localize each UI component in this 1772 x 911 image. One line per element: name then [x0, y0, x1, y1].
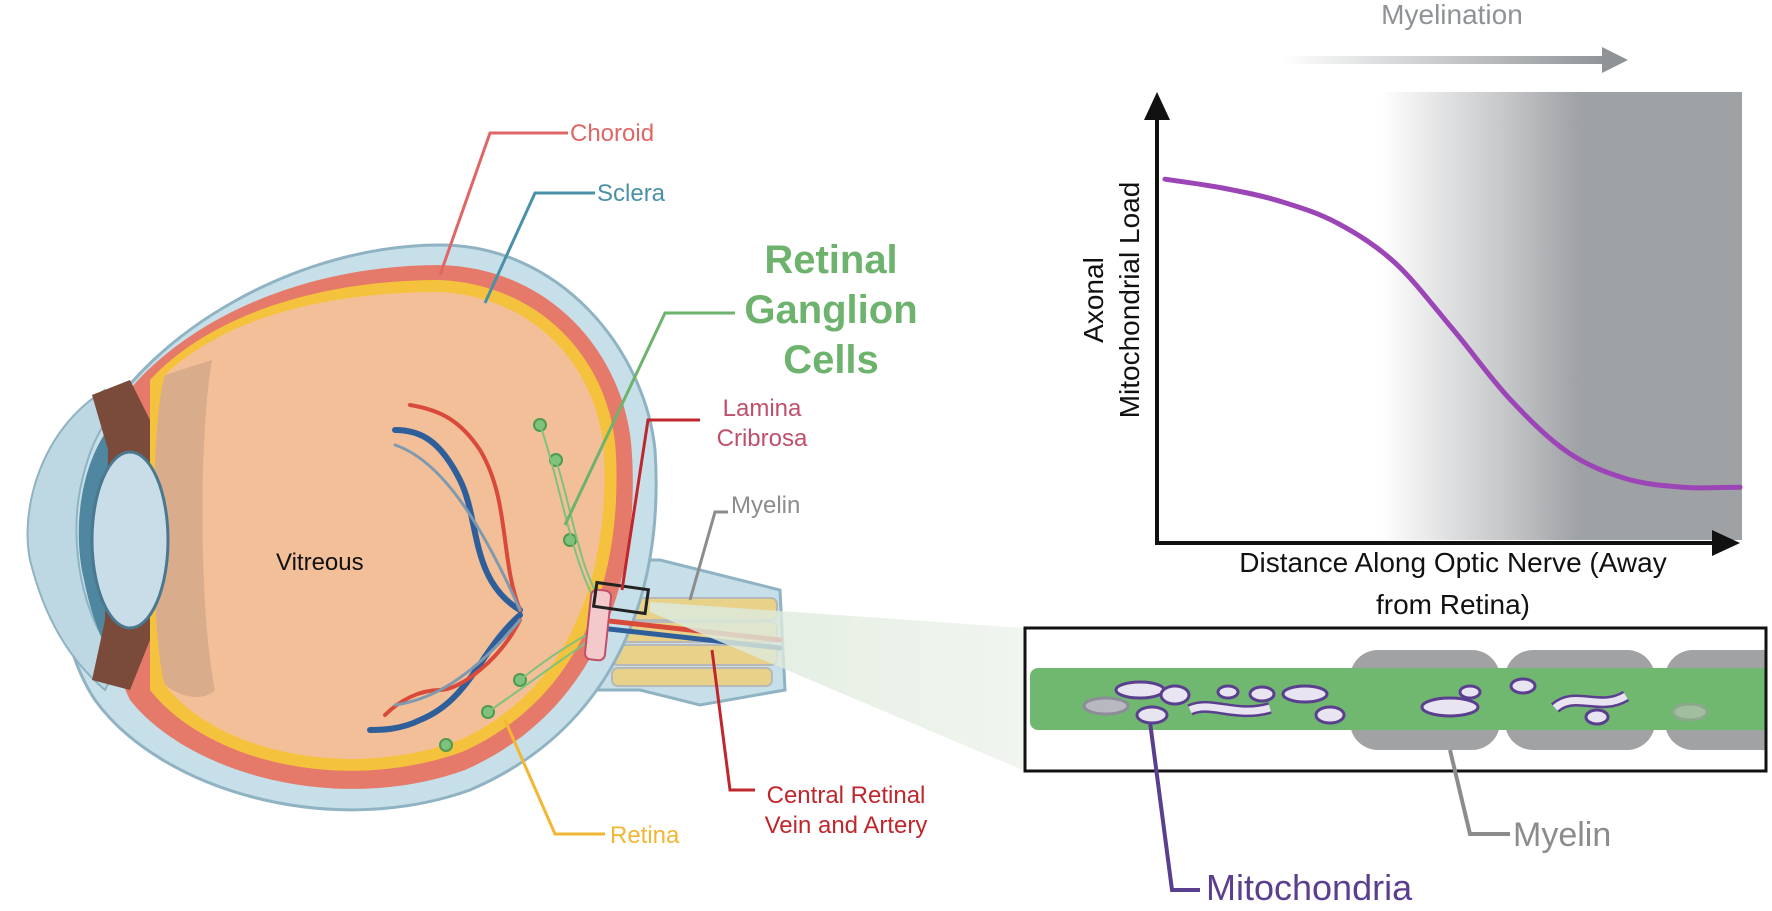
myelination-label: Myelination [1381, 0, 1523, 30]
eye-illustration [26, 243, 787, 812]
label-crva-line2: Vein and Artery [765, 812, 928, 839]
axon-panel-border [1023, 626, 1768, 773]
label-sclera: Sclera [597, 180, 666, 207]
label-choroid: Choroid [570, 120, 654, 147]
label-rgc-line2: Ganglion [744, 288, 917, 332]
axon [1030, 668, 1766, 730]
label-lamina: Lamina Cribrosa [717, 395, 808, 452]
cornea [26, 388, 122, 692]
label-vitreous: Vitreous [276, 549, 364, 576]
label-crva: Central Retinal Vein and Artery [765, 782, 928, 839]
label-lamina-line1: Lamina [723, 395, 802, 422]
x-axis-label-line2: from Retina) [1376, 589, 1530, 620]
lens-shadow [153, 360, 215, 697]
label-myelin-large: Myelin [1513, 816, 1611, 854]
y-axis-label-line1: Axonal [1078, 257, 1109, 343]
myelin-leader [1448, 749, 1510, 836]
label-lamina-line2: Cribrosa [717, 425, 808, 452]
mitochondrial-load-curve [1162, 176, 1743, 491]
mitochondria-group [1082, 677, 1709, 726]
y-axis-arrow [1144, 92, 1170, 120]
myelination-arrow-shaft [1280, 56, 1610, 64]
x-axis-label: Distance Along Optic Nerve (Away from Re… [1239, 547, 1666, 620]
label-rgc-line1: Retinal [764, 238, 897, 282]
label-crva-line1: Central Retinal [767, 782, 926, 809]
label-retina: Retina [610, 822, 680, 849]
mitochondria-leader [1148, 721, 1200, 892]
label-rgc: Retinal Ganglion Cells [744, 238, 917, 382]
axon-panel [1023, 626, 1768, 773]
y-axis-label: Axonal Mitochondrial Load [1078, 182, 1145, 419]
myelinated-region [1380, 92, 1742, 540]
myelination-arrow-head [1602, 47, 1628, 73]
zoom-beam [650, 602, 1025, 771]
label-rgc-line3: Cells [783, 338, 879, 382]
chart: Myelination Axonal Mitochondrial Load Di… [1078, 0, 1743, 620]
y-axis-label-line2: Mitochondrial Load [1114, 182, 1145, 419]
x-axis-label-line1: Distance Along Optic Nerve (Away [1239, 547, 1666, 578]
x-axis-arrow [1712, 530, 1740, 556]
label-mitochondria: Mitochondria [1206, 867, 1413, 906]
lens [90, 450, 170, 630]
leader-lines [438, 131, 755, 836]
label-myelin-small: Myelin [731, 492, 800, 519]
